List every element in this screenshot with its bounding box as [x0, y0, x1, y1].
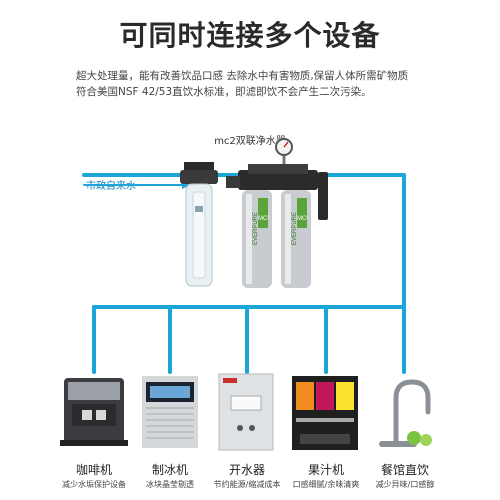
cartridge-2-model: MC² [297, 216, 308, 222]
appliance-5-desc: 减少异味/口感醇 [375, 480, 435, 489]
cartridge-1-brand: EVERPURE [253, 212, 259, 245]
coffee-machine-icon [60, 378, 128, 446]
filter-cartridge-1 [242, 190, 272, 288]
lime-decor-icon [407, 431, 432, 446]
appliance-1-name: 咖啡机 [75, 463, 112, 477]
cartridge-1-model: MC² [258, 216, 269, 222]
appliance-4-desc: 口感细腻/余味清爽 [292, 480, 360, 489]
ice-maker-icon [142, 376, 198, 448]
appliance-1-desc: 减少水垢保护设备 [62, 480, 126, 489]
appliance-4-name: 果汁机 [307, 463, 344, 477]
appliance-3-name: 开水器 [228, 463, 265, 477]
juice-dispenser-icon [292, 376, 358, 450]
intro-line-1: 超大处理量，能有改善饮品口感 去除水中有害物质,保留人体所需矿物质 [76, 70, 409, 82]
appliance-2-name: 制冰机 [151, 463, 188, 477]
appliance-3-desc: 节约能源/缩减成本 [213, 480, 281, 489]
faucet-icon [379, 379, 431, 447]
water-boiler-icon [218, 373, 274, 451]
page-title: 可同时连接多个设备 [119, 19, 381, 52]
filter-head [226, 138, 328, 220]
intro-line-2: 符合美国NSF 42/53直饮水标准，即滤即饮不会产生二次污染。 [76, 86, 372, 98]
pre-filter-housing [180, 162, 218, 287]
appliance-5-name: 餐馆直饮 [380, 463, 429, 477]
appliance-2-desc: 冰块晶莹剔透 [146, 480, 194, 489]
filter-cartridge-2 [281, 190, 311, 288]
cartridge-2-brand: EVERPURE [292, 212, 298, 245]
intro-text: 超大处理量，能有改善饮品口感 去除水中有害物质,保留人体所需矿物质 符合美国NS… [76, 68, 436, 100]
inlet-label: 市政自来水 [86, 181, 136, 192]
device-label: mc2双联净水器 [214, 136, 286, 147]
